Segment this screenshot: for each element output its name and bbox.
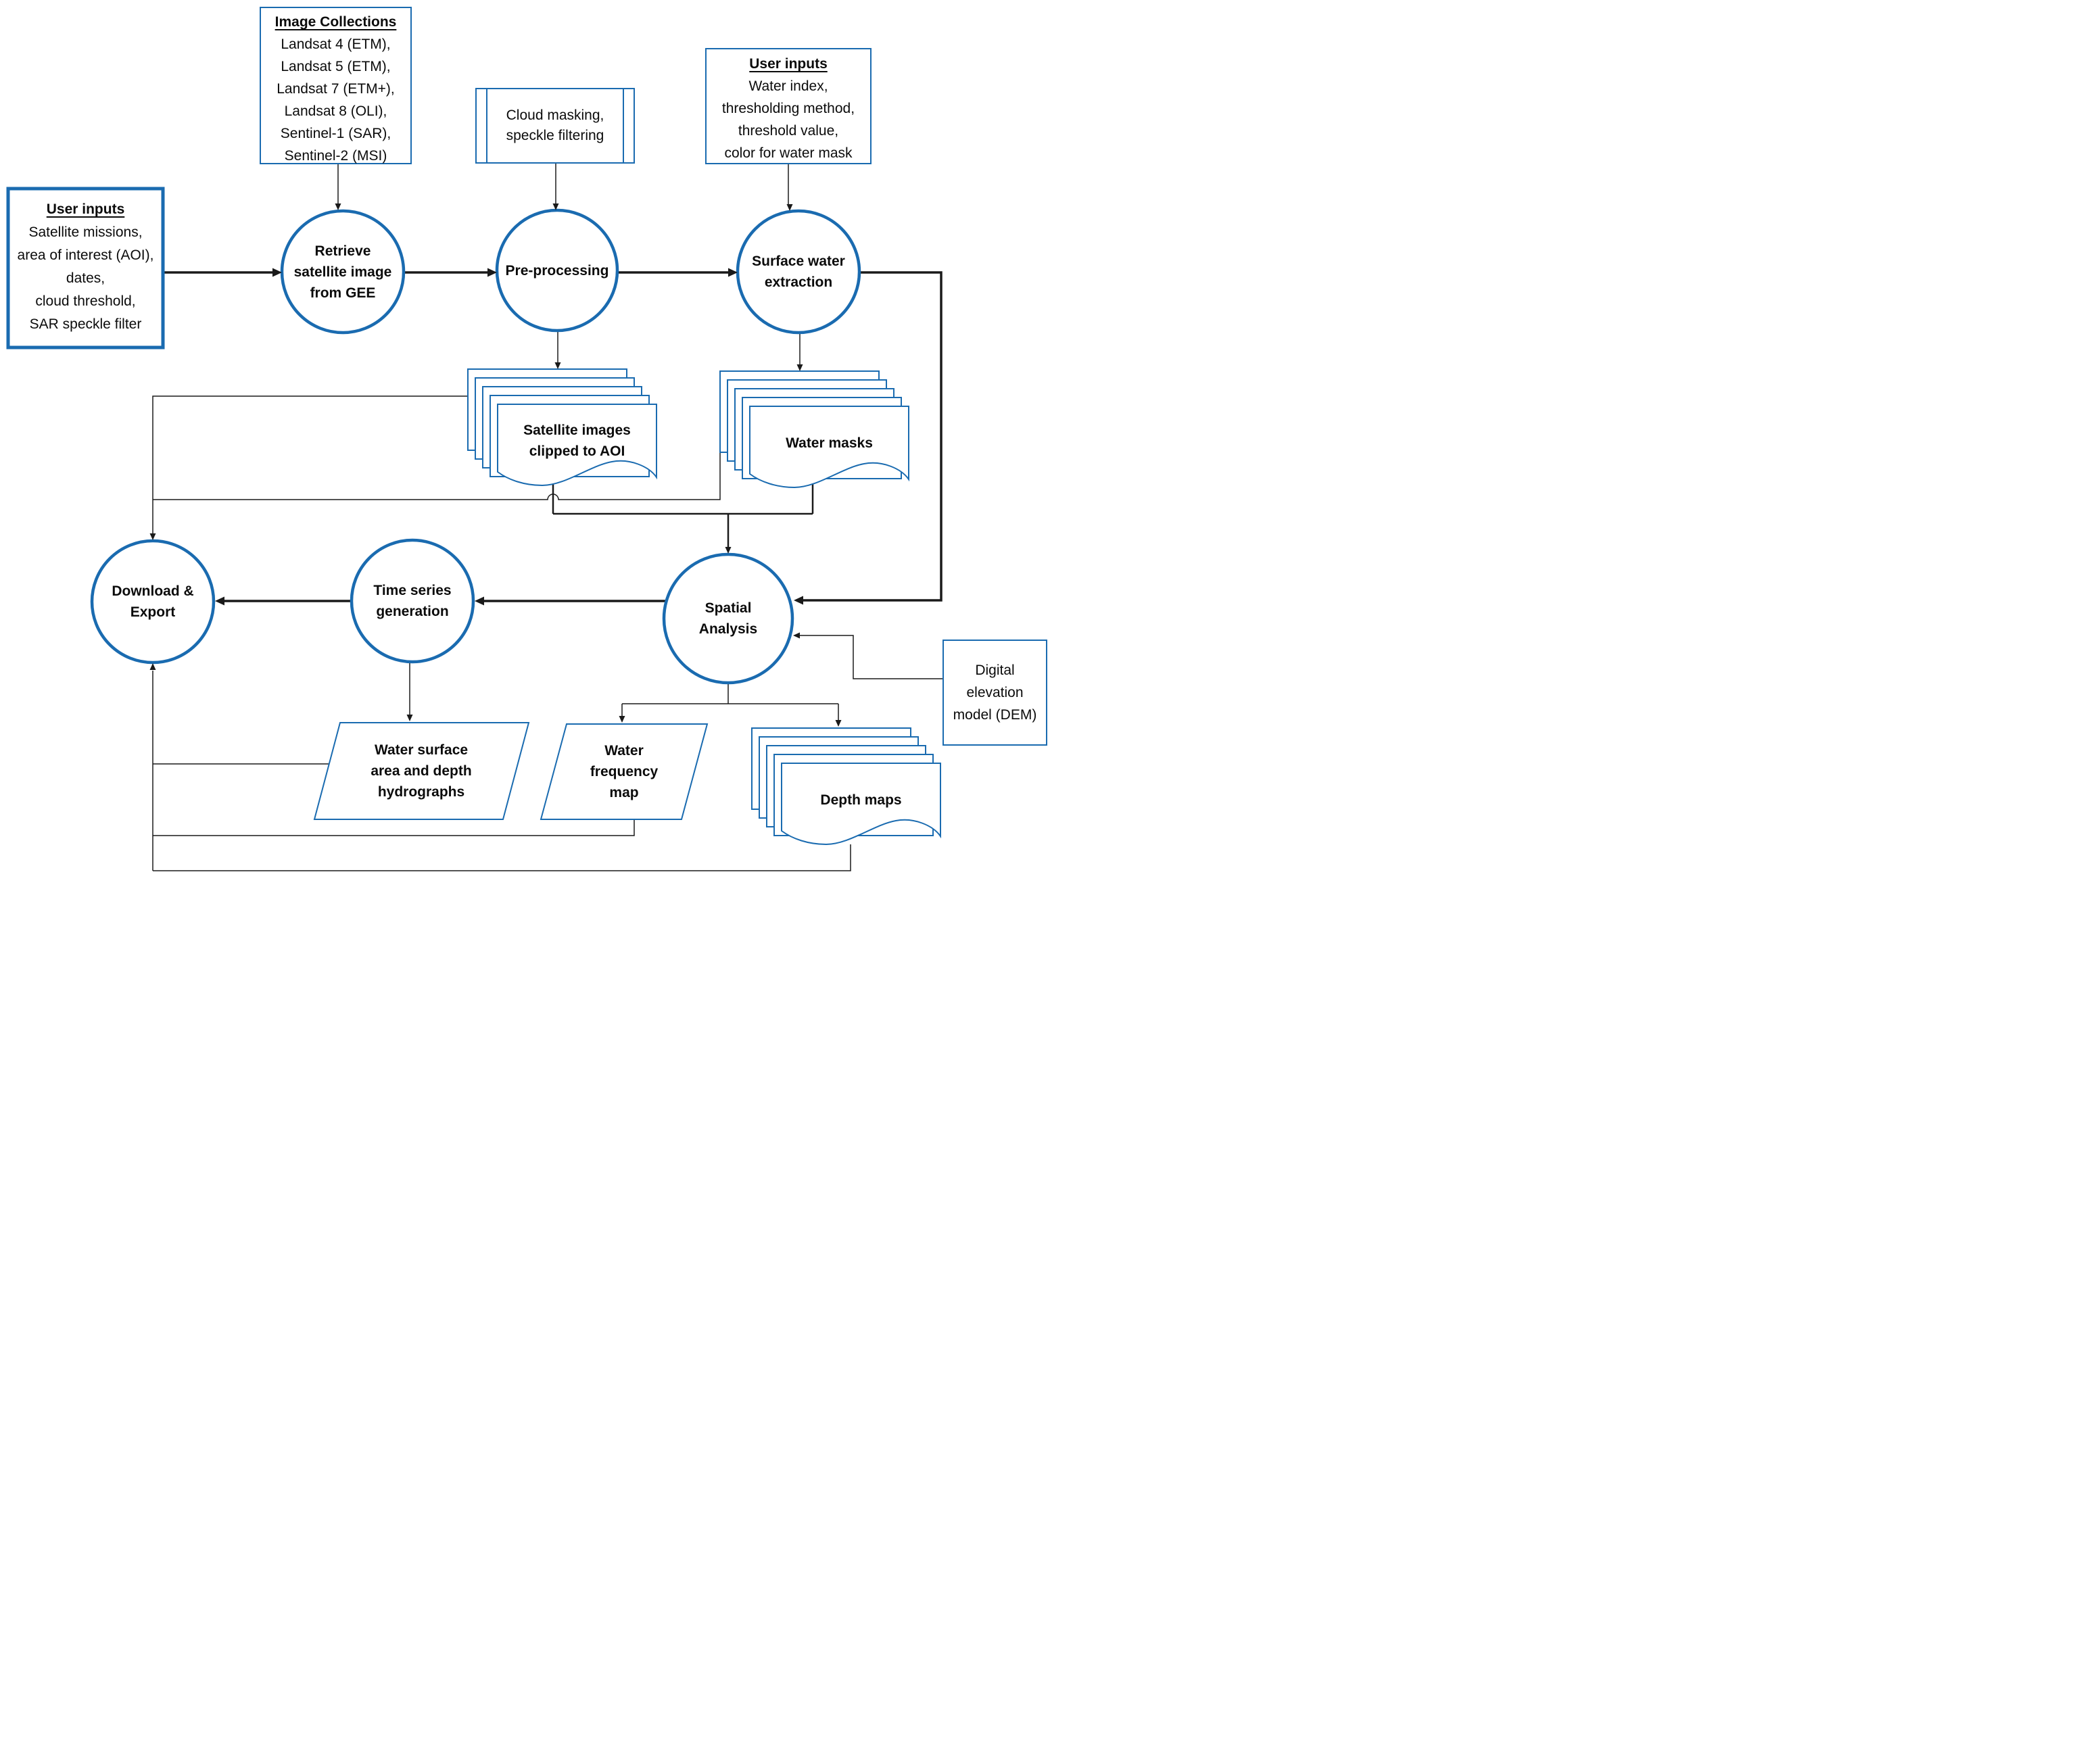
parallelogram-water-frequency [540, 723, 709, 820]
circle-surface-water [736, 209, 861, 335]
text-line: Water [604, 743, 644, 759]
edge-spatial-outputs [621, 683, 839, 721]
edge-waterfreq-download [153, 819, 635, 836]
text-line: hydrographs [377, 784, 465, 800]
label-water-frequency: Water frequency map [554, 740, 694, 804]
connectors-thin [152, 163, 943, 871]
text-line: Spatial [705, 600, 752, 616]
label-depth-maps: Depth maps [788, 775, 934, 825]
text-line: Pre-processing [505, 262, 609, 279]
label-preprocessing: Pre-processing [494, 210, 621, 331]
text-line: area and depth [371, 763, 472, 779]
label-hydrographs: Water surface area and depth hydrographs [340, 737, 502, 804]
edge-dem-spatial [797, 635, 943, 679]
text-line: Download & [112, 583, 194, 599]
stack-water-masks [719, 370, 909, 489]
label-dem: Digital elevation model (DEM) [943, 640, 1047, 745]
label-satellite-images: Satellite images clipped to AOI [504, 414, 650, 468]
text-line: from GEE [310, 285, 376, 301]
circle-retrieve [280, 209, 406, 335]
box-dem [942, 640, 1047, 746]
text-line: SAR speckle filter [29, 316, 142, 332]
text-line: Surface water [752, 254, 845, 269]
label-cloud-masking: Cloud masking, speckle filtering [476, 89, 634, 163]
text-line: Landsat 7 (ETM+), [277, 81, 395, 97]
text-line: Cloud masking, [506, 107, 604, 123]
user-inputs-left-title: User inputs [46, 201, 125, 217]
text-line: Depth maps [820, 792, 902, 808]
text-line: extraction [764, 274, 833, 290]
text-line: Sentinel-1 (SAR), [280, 126, 391, 141]
text-line: frequency [590, 764, 659, 779]
text-line: Satellite missions, [28, 224, 143, 240]
box-image-collections [260, 7, 412, 164]
label-time-series: Time series generation [352, 540, 473, 662]
text-line: satellite image [293, 264, 392, 280]
text-line: threshold value, [738, 123, 839, 139]
edge-satimages-download [152, 395, 468, 533]
connectors-thick [163, 271, 942, 602]
box-user-inputs-right [705, 48, 872, 164]
text-line: generation [376, 604, 449, 619]
text-line: Water surface [374, 742, 469, 758]
user-inputs-right-title: User inputs [749, 56, 828, 72]
text-line: dates, [66, 270, 105, 286]
text-line: Water masks [786, 435, 873, 451]
text-line: Retrieve [314, 243, 371, 259]
text-line: speckle filtering [506, 128, 604, 143]
text-line: Time series [373, 583, 452, 598]
circle-spatial-analysis [662, 552, 794, 685]
text-line: clipped to AOI [529, 443, 625, 459]
edge-surfacewater-spatial [799, 271, 942, 602]
text-line: elevation [966, 685, 1024, 700]
text-line: Export [130, 604, 176, 620]
text-line: area of interest (AOI), [17, 247, 154, 263]
text-line: Landsat 8 (OLI), [284, 103, 387, 119]
label-surface-water: Surface water extraction [738, 211, 859, 333]
text-line: Landsat 4 (ETM), [281, 37, 391, 52]
circle-download-export [90, 539, 216, 665]
circle-time-series [350, 538, 475, 664]
stack-depth-maps [751, 727, 941, 846]
parallelogram-hydrographs [313, 722, 530, 820]
label-user-inputs-right: User inputs Water index, thresholding me… [706, 53, 871, 164]
label-image-collections: Image Collections Landsat 4 (ETM), Lands… [260, 11, 411, 167]
label-water-masks: Water masks [757, 418, 902, 468]
text-line: Satellite images [523, 423, 631, 438]
stack-satellite-images [467, 368, 657, 487]
text-line: Digital [975, 663, 1015, 678]
label-user-inputs-left: User inputs Satellite missions, area of … [8, 198, 163, 336]
arrowheads [149, 203, 842, 727]
edge-bus-spatial [553, 512, 813, 548]
text-line: thresholding method, [721, 101, 855, 116]
edge-depthmaps-download [153, 844, 851, 871]
circle-preprocessing [495, 208, 619, 333]
text-line: Water index, [748, 78, 828, 94]
text-line: color for water mask [724, 145, 853, 161]
image-collections-title: Image Collections [275, 14, 397, 30]
box-user-inputs-left [6, 187, 165, 350]
diagram-layer [6, 7, 1047, 871]
label-download-export: Download & Export [92, 541, 214, 663]
text-line: Sentinel-2 (MSI) [284, 148, 387, 164]
label-spatial-analysis: Spatial Analysis [664, 554, 792, 683]
box-cloud-masking [475, 88, 635, 164]
text-line: map [609, 785, 639, 800]
text-line: Analysis [698, 621, 758, 637]
text-line: Landsat 5 (ETM), [281, 59, 391, 74]
label-retrieve: Retrieve satellite image from GEE [282, 211, 404, 333]
text-line: model (DEM) [953, 707, 1037, 723]
text-line: cloud threshold, [35, 293, 136, 309]
flowchart-canvas: User inputs Satellite missions, area of … [0, 0, 1050, 879]
